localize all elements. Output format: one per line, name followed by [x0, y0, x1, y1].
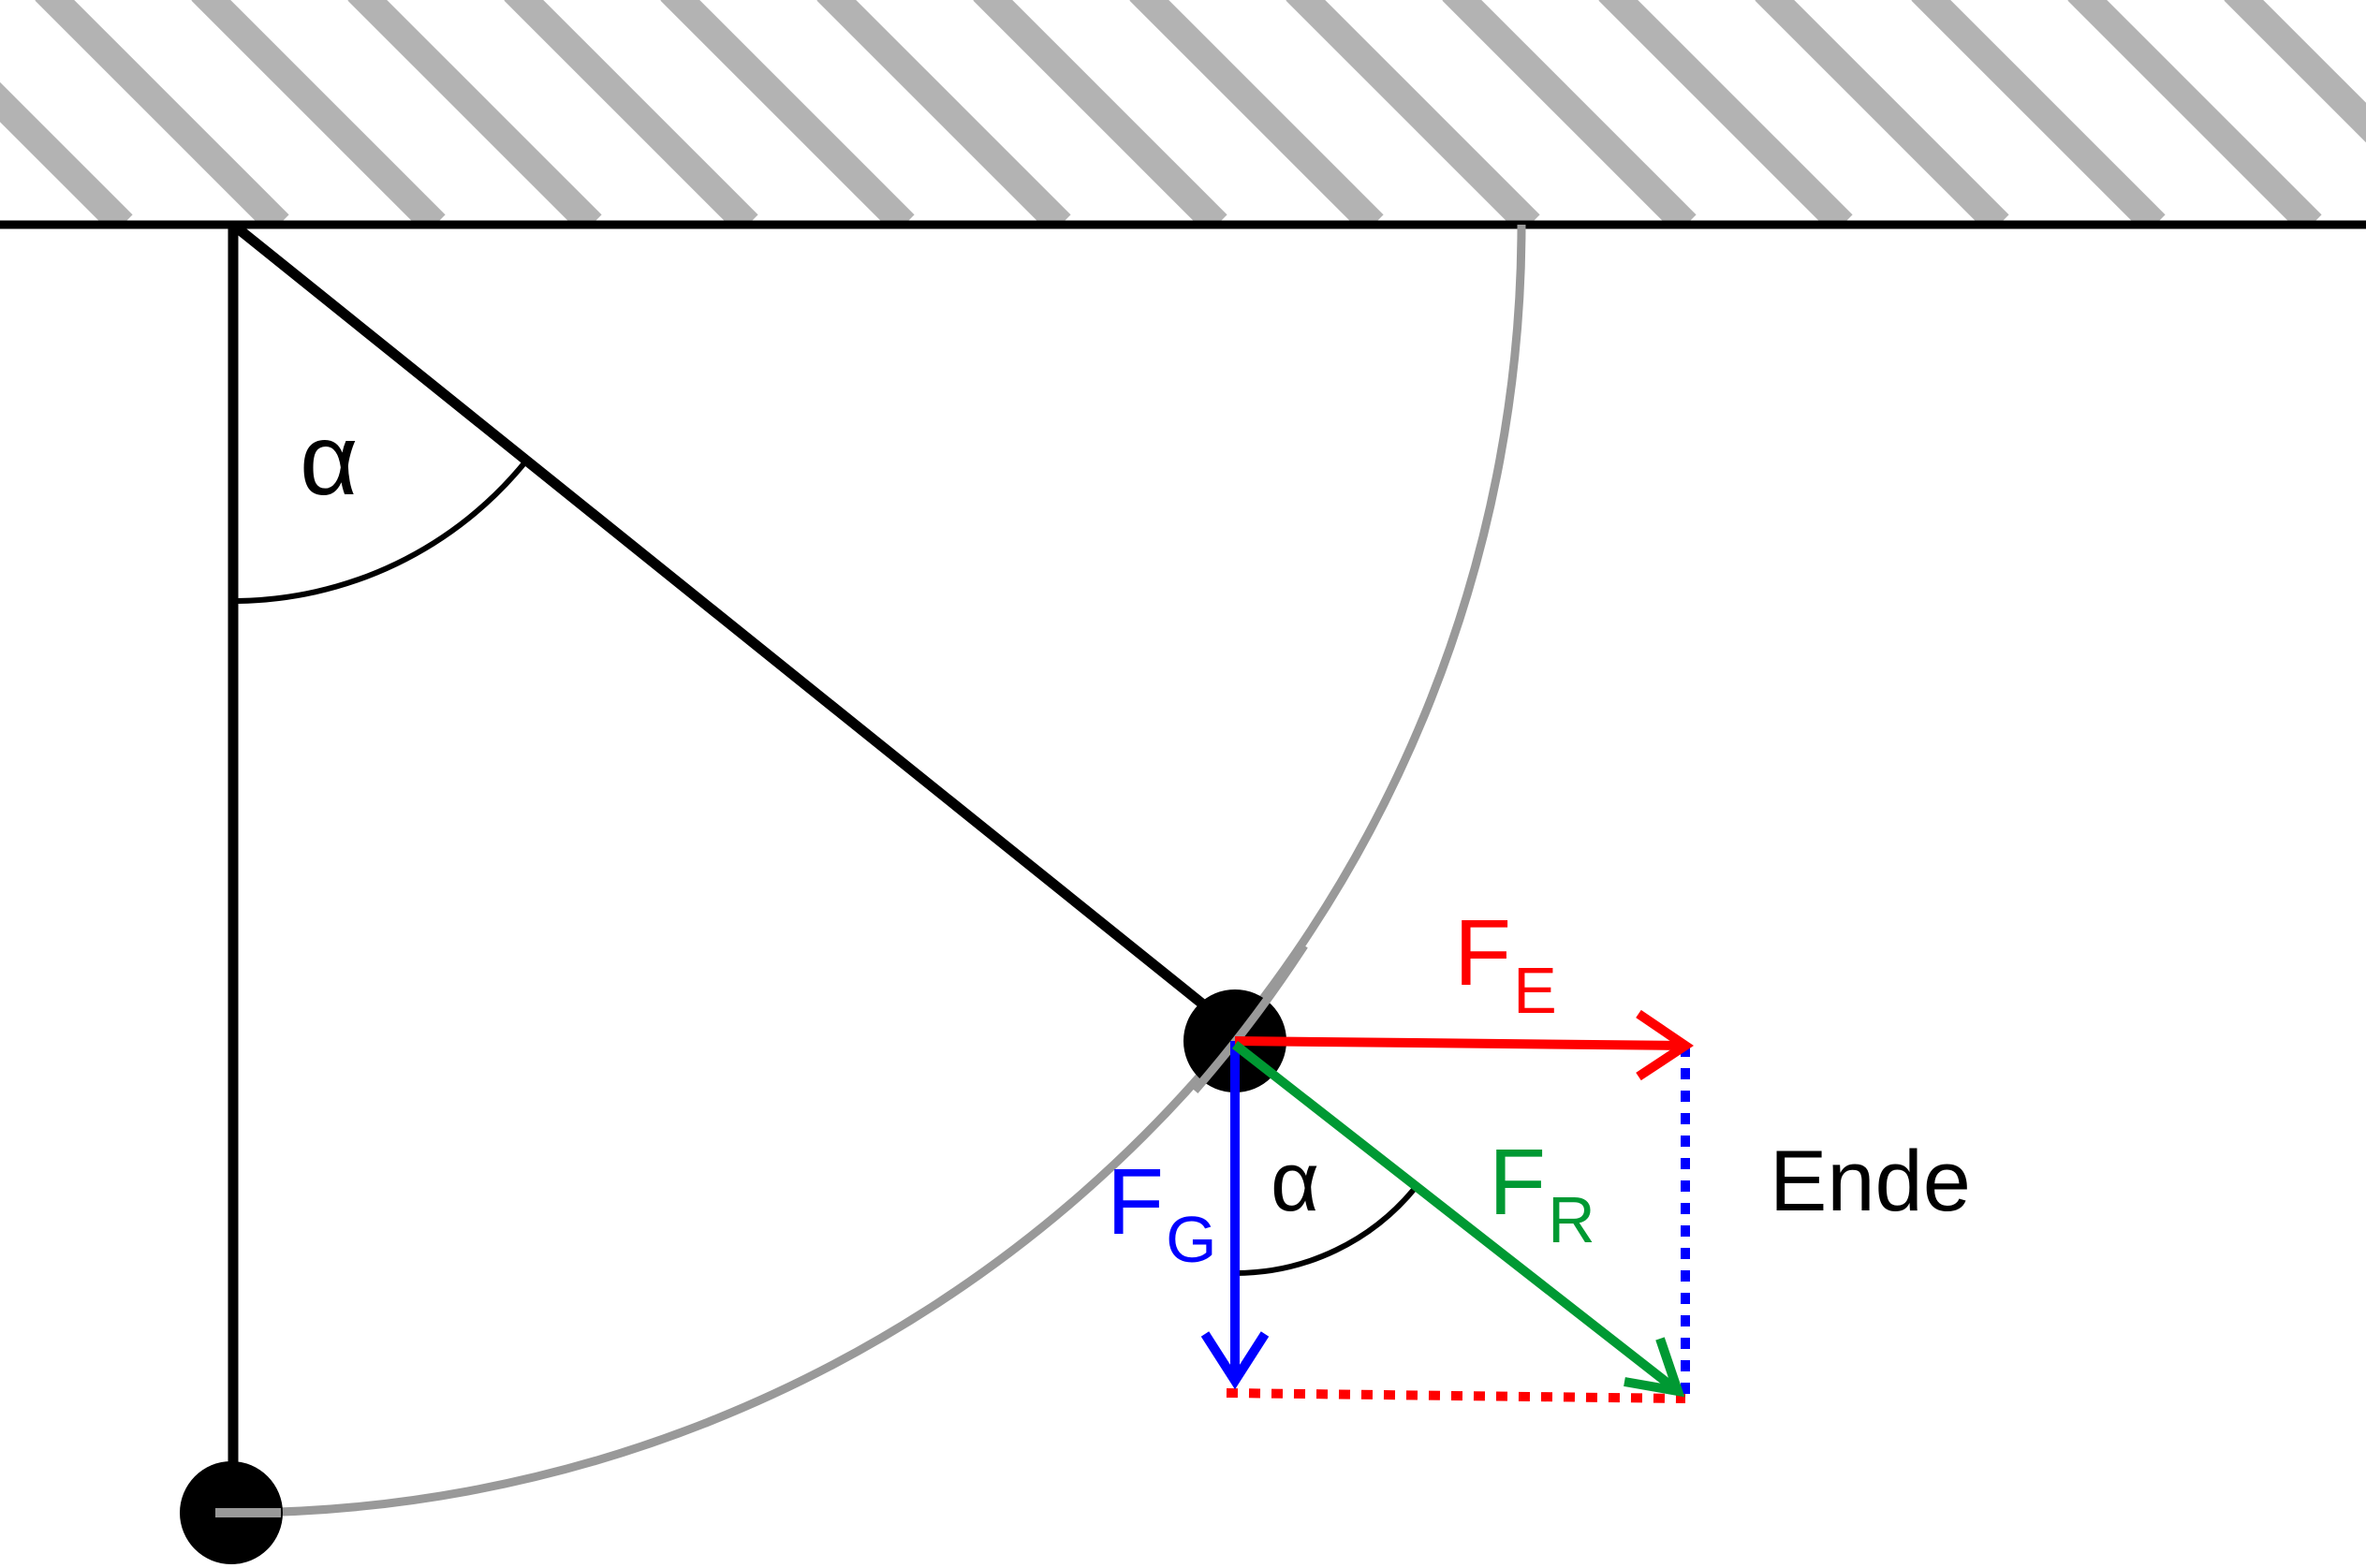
hatch-stripe — [1442, 0, 1697, 225]
hatch-stripe — [504, 0, 758, 225]
pendulum-string-deflected — [229, 220, 1212, 1013]
hatch-stripe — [816, 0, 1071, 225]
hatch-stripe — [1286, 0, 1540, 225]
end-label: Ende — [1770, 1134, 1971, 1229]
force-gravity-label: FG — [1107, 1150, 1217, 1276]
swing-arc-over-bob — [1191, 943, 1308, 1093]
force-resultant-symbol: F — [1489, 1130, 1546, 1235]
force-vector-resultant — [1231, 1041, 1685, 1398]
hatch-stripe — [2067, 0, 2322, 225]
alpha-label-pivot: α — [300, 403, 358, 516]
hatch-stripe — [191, 0, 446, 225]
force-gravity-subscript: G — [1166, 1203, 1216, 1276]
angle-arc-pivot — [232, 458, 530, 604]
force-resultant-subscript: R — [1548, 1183, 1595, 1256]
angle-arc-bob — [1234, 1184, 1419, 1277]
force-vector-gravity — [1200, 1041, 1270, 1390]
hatch-stripe — [35, 0, 289, 225]
hatch-stripe — [1598, 0, 1853, 225]
force-extra-symbol: F — [1454, 901, 1511, 1005]
ceiling-hatching — [0, 0, 2366, 225]
hatch-stripe — [347, 0, 602, 225]
force-extra-subscript: E — [1513, 954, 1557, 1027]
swing-arc — [232, 224, 1526, 1517]
hatch-stripe — [660, 0, 915, 225]
dotted-line-horizontal — [1226, 1388, 1686, 1403]
force-resultant-label: FR — [1489, 1130, 1595, 1256]
hatch-stripe — [2224, 0, 2366, 143]
force-vector-extra — [1234, 1009, 1694, 1081]
hatch-stripe — [973, 0, 1227, 225]
alpha-label-bob: α — [1271, 1136, 1319, 1229]
hatch-stripe — [1911, 0, 2166, 225]
hatch-stripe — [1129, 0, 1384, 225]
hatch-stripe — [1755, 0, 2009, 225]
hatch-stripe — [0, 81, 133, 225]
force-extra-label: FE — [1454, 901, 1557, 1027]
force-gravity-symbol: F — [1107, 1150, 1164, 1254]
